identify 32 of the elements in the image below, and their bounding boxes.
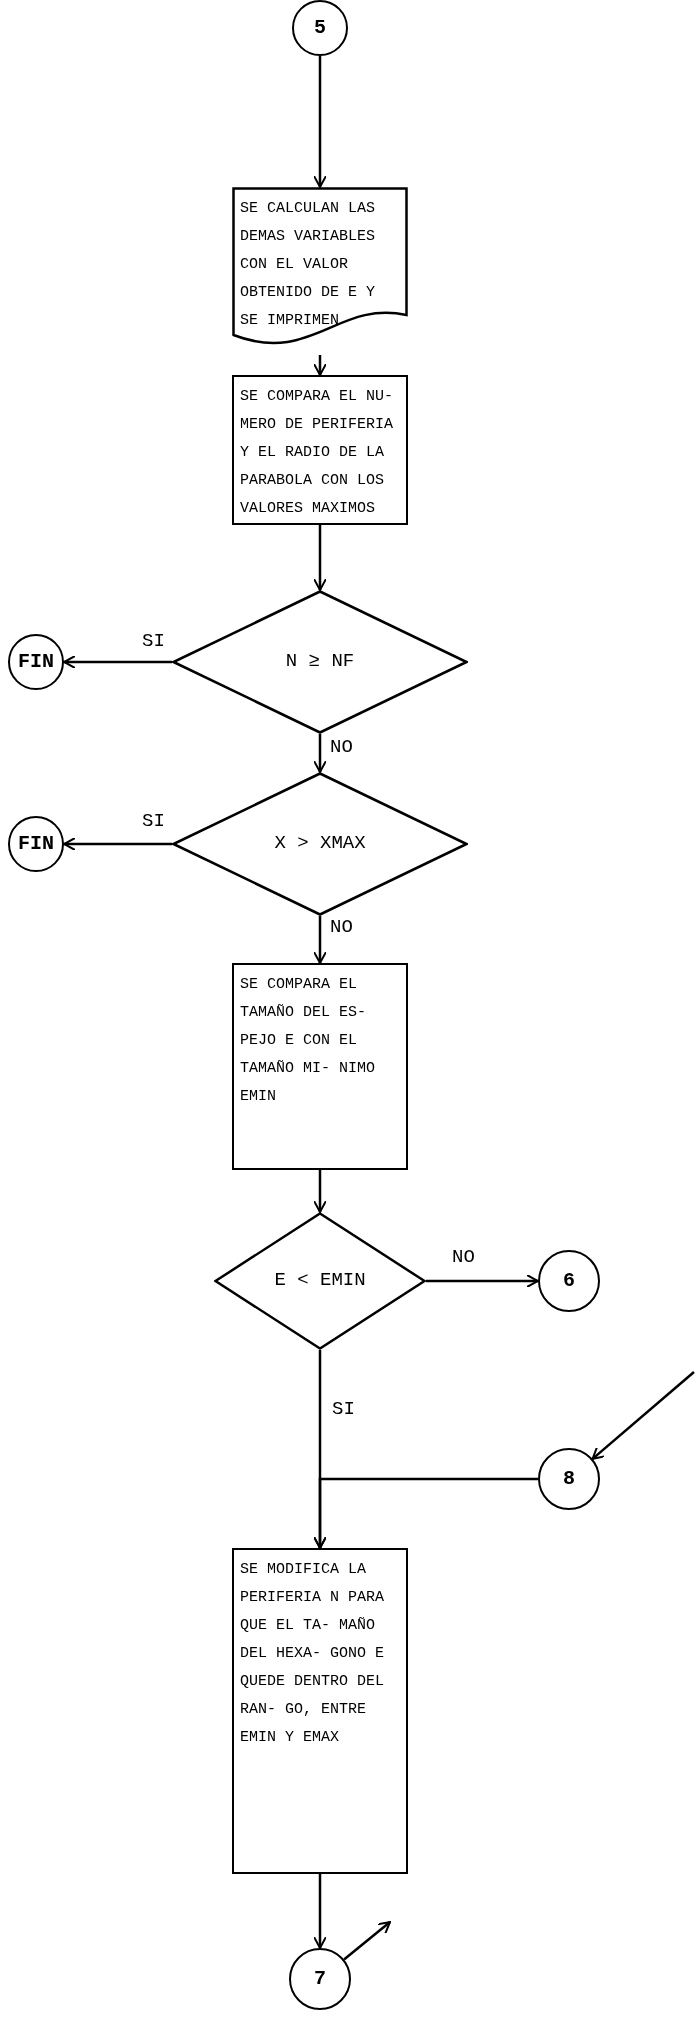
arrow <box>313 1874 327 1949</box>
connector-label: FIN <box>18 652 54 672</box>
arrow <box>343 1921 391 1961</box>
document-text: SE CALCULAN LAS DEMAS VARIABLES CON EL VALOR OBTENIDO DE E Y SE IMPRIMEN <box>240 199 377 331</box>
process-box <box>232 963 408 1170</box>
arrow <box>591 1371 695 1460</box>
decision-text: E < EMIN <box>274 1269 366 1293</box>
process-text: SE COMPARA EL TAMAÑO DEL ES- PEJO E CON EL TAMAÑO MI- NIMO EMIN <box>240 975 377 1107</box>
arrow <box>313 1170 327 1213</box>
arrow <box>313 56 327 188</box>
arrow <box>313 355 327 376</box>
decision-text: N ≥ NF <box>285 650 355 674</box>
decision-diamond <box>214 1212 426 1350</box>
process-text: SE MODIFICA LA PERIFERIA N PARA QUE EL TA- MAÑO DEL HEXA- GONO E QUEDE DENTRO DEL RAN- GO, ENTRE EMIN Y EMAX <box>240 1560 386 1748</box>
arrow <box>313 734 327 773</box>
arrow <box>313 525 327 591</box>
arrow <box>313 1477 538 1549</box>
arrow <box>426 1274 539 1288</box>
process-box <box>232 1548 408 1874</box>
connector-label: 8 <box>563 1469 575 1489</box>
connector-label: 5 <box>314 18 326 38</box>
process-text: SE COMPARA EL NU- MERO DE PERIFERIA Y EL RADIO DE LA PARABOLA CON LOS VALORES MAXIMOS <box>240 387 395 519</box>
arrow <box>63 655 172 669</box>
arrow <box>63 837 172 851</box>
decision-diamond <box>172 590 468 734</box>
process-box <box>232 375 408 525</box>
connector-label: 6 <box>563 1271 575 1291</box>
connector-label: FIN <box>18 834 54 854</box>
decision-text: X > XMAX <box>274 832 366 856</box>
arrow <box>313 916 327 964</box>
connector-label: 7 <box>314 1969 326 1989</box>
decision-diamond <box>172 772 468 916</box>
